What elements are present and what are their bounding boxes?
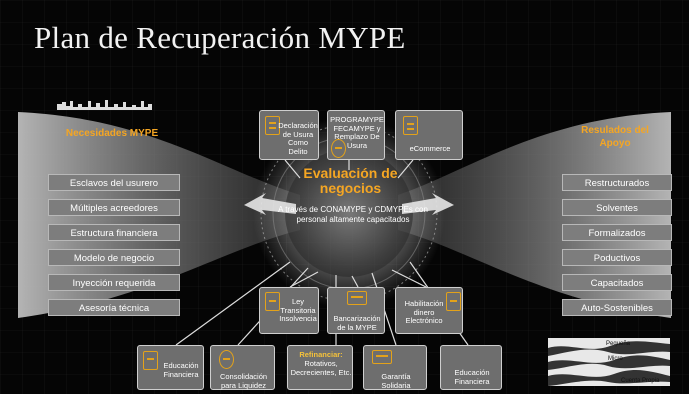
teacher-icon — [143, 351, 158, 370]
result-item: Capacitados — [562, 274, 672, 291]
slide-title: Plan de Recuperación MYPE — [34, 20, 406, 55]
wave-label: Micro — [608, 356, 623, 362]
bank-card-icon — [347, 291, 367, 305]
card-ley-insolvencia: Ley Transitoria Insolvencia — [259, 287, 319, 334]
need-item: Múltiples acreedores — [48, 199, 180, 216]
need-item: Estructura financiera — [48, 224, 180, 241]
result-item: Formalizados — [562, 224, 672, 241]
result-item: Poductivos — [562, 249, 672, 266]
center-subtitle: A través de CONAMYPE y CDMYPEs con perso… — [278, 205, 428, 224]
card-refinanciar: Refinanciar: Rotativos, Decrecientes, Et… — [287, 345, 353, 390]
result-item: Restructurados — [562, 174, 672, 191]
mobile-wallet-icon — [446, 292, 461, 311]
result-item: Solventes — [562, 199, 672, 216]
need-item: Esclavos del usurero — [48, 174, 180, 191]
center-title: Evaluación de negocios — [303, 165, 398, 196]
money-bag-icon — [219, 350, 234, 369]
card-educacion-financiera: Educación Financiera — [137, 345, 204, 390]
law-document-icon — [265, 116, 280, 135]
need-item: Asesoría técnica — [48, 299, 180, 316]
need-item: Modelo de negocio — [48, 249, 180, 266]
need-item: Inyección requerida — [48, 274, 180, 291]
scales-icon — [265, 292, 280, 311]
left-heading: Necesidades MYPE — [65, 128, 159, 139]
result-item: Auto-Sostenibles — [562, 299, 672, 316]
credit-card-icon — [372, 350, 392, 364]
card-bancarizacion: Bancarización de la MYPE — [327, 287, 385, 334]
card-dinero-electronico: Habilitación dinero Electrónico — [395, 287, 463, 334]
business-size-waves — [548, 338, 670, 386]
card-ecommerce: eCommerce — [395, 110, 463, 160]
card-usura-delito: Declaración de Usura Como Delito — [259, 110, 319, 160]
wave-label: Cuenta Propia — [621, 378, 660, 384]
money-bag-icon — [331, 139, 346, 158]
right-heading: Resulados del Apoyo — [581, 125, 649, 149]
wave-label: Pequeña — [606, 341, 631, 347]
card-garantia-solidaria: Garantía Solidaria — [363, 345, 427, 390]
city-skyline-icon — [57, 100, 152, 110]
card-programype: PROGRAMYPE FECAMYPE y Remplazo De Usura — [327, 110, 385, 160]
mobile-payment-icon — [403, 116, 418, 135]
card-educacion-financiera-2: Educación Financiera — [440, 345, 502, 390]
card-consolidacion: Consolidación para Liquidez — [210, 345, 275, 390]
